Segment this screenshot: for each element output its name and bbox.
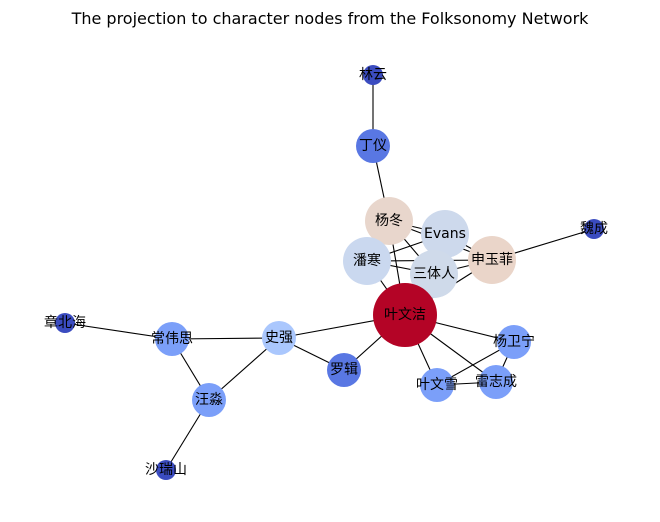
edge [64,322,173,340]
node: 杨卫宁 [493,325,535,359]
diagram-title: The projection to character nodes from t… [71,9,590,28]
node: 雷志成 [475,365,517,399]
node-circle [373,283,437,347]
node-label: 沙瑞山 [145,462,187,478]
node: 丁仪 [356,129,390,163]
node-label: 三体人 [413,266,455,282]
node-circle [192,383,226,417]
node-label: 潘寒 [353,252,381,269]
node-label: 杨冬 [375,213,403,229]
node-label: 常伟思 [151,331,193,347]
node-circle [479,365,513,399]
node: 三体人 [410,250,458,298]
node-circle [55,313,75,333]
node-label: 林云 [359,67,387,83]
node: 潘寒 [343,237,391,285]
node-label: 叶文雪 [416,377,458,393]
node-label: 申玉菲 [471,252,513,268]
node-label: 史强 [265,330,293,346]
node: 申玉菲 [468,236,516,284]
node-circle [421,210,469,258]
node-label: 丁仪 [359,138,387,154]
node-label: 魏成 [580,221,608,237]
node: 林云 [359,65,387,85]
node-label: Evans [424,226,466,242]
node: 魏成 [580,219,608,239]
node: 杨冬 [365,197,413,245]
node-circle [420,368,454,402]
node: 汪淼 [192,383,226,417]
node-circle [365,197,413,245]
node-circle [155,322,189,356]
node-circle [327,353,361,387]
edges-layer [64,75,595,471]
node: 章北海 [44,313,86,333]
node-label: 杨卫宁 [493,333,535,350]
node-circle [497,325,531,359]
node-label: 章北海 [44,314,86,331]
node-circle [156,460,176,480]
node: 叶文洁 [373,283,437,347]
node-label: 罗辑 [330,362,358,378]
node: 常伟思 [151,322,193,356]
node-circle [468,236,516,284]
node-label: 雷志成 [475,374,517,390]
node-label: 叶文洁 [384,307,426,323]
node: 史强 [262,321,296,355]
node: Evans [421,210,469,258]
node: 叶文雪 [416,368,458,402]
node: 罗辑 [327,353,361,387]
node-label: 汪淼 [195,392,223,408]
node: 沙瑞山 [145,460,187,480]
node-circle [343,237,391,285]
edge [171,337,280,340]
node-circle [410,250,458,298]
node-circle [356,129,390,163]
node-circle [363,65,383,85]
node-circle [262,321,296,355]
node-circle [584,219,604,239]
